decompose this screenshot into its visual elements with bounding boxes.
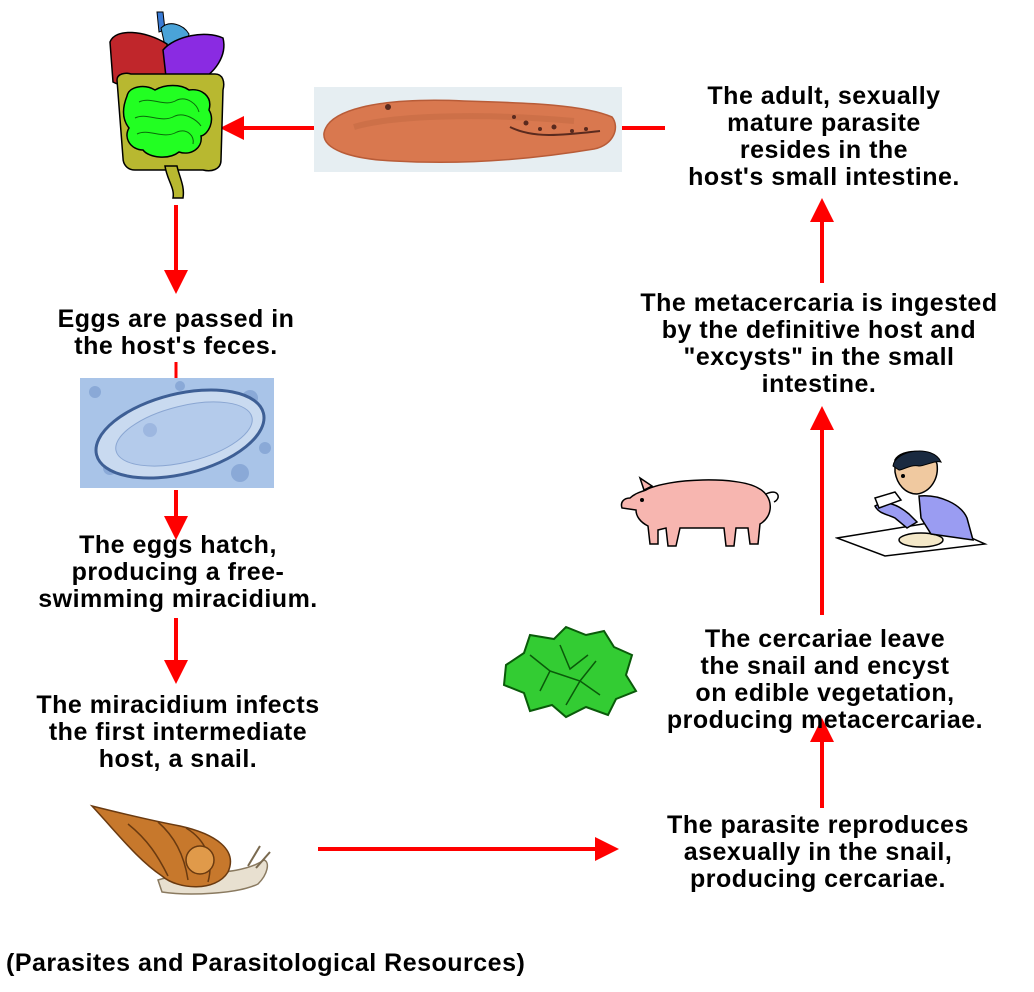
snail-icon xyxy=(88,800,273,900)
pig-icon xyxy=(618,470,783,550)
step-adult-text: The adult, sexually mature parasite resi… xyxy=(648,83,1000,191)
adult-fluke-photo xyxy=(314,87,622,172)
source-caption: (Parasites and Parasitological Resources… xyxy=(6,950,566,977)
step-hatch-text: The eggs hatch, producing a free- swimmi… xyxy=(12,532,344,613)
intestine-organs-icon xyxy=(105,10,230,200)
step-reproduce-text: The parasite reproduces asexually in the… xyxy=(622,812,1014,893)
step-cercariae-text: The cercariae leave the snail and encyst… xyxy=(630,626,1020,734)
vegetation-icon xyxy=(500,625,640,720)
step-miracidium-text: The miracidium infects the first interme… xyxy=(6,692,350,773)
step-eggs-text: Eggs are passed in the host's feces. xyxy=(20,306,332,360)
step-metacercaria-text: The metacercaria is ingested by the defi… xyxy=(604,290,1034,398)
egg-micrograph xyxy=(80,378,274,488)
human-eating-icon xyxy=(835,448,990,558)
